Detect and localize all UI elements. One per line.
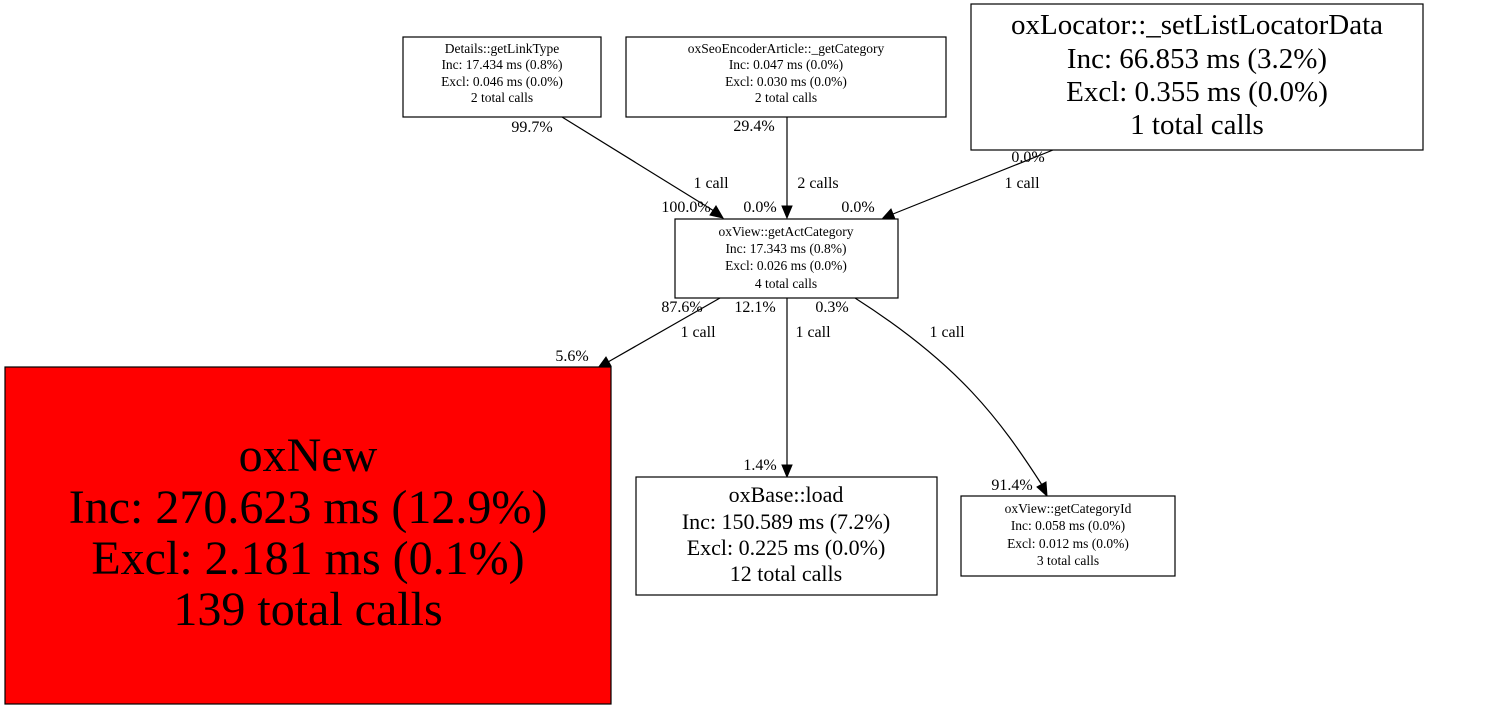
node-name: oxNew (239, 429, 378, 482)
edge-head-pct: 5.6% (555, 348, 588, 365)
edge-head-pct: 1.4% (743, 457, 776, 474)
edge-tail-pct: 99.7% (511, 119, 552, 136)
node-inc: Inc: 0.047 ms (0.0%) (729, 57, 843, 72)
node-name: oxBase::load (729, 482, 844, 507)
edge-act-to-catid: 0.3% 1 call 91.4% (815, 297, 1048, 498)
edge-head-pct: 91.4% (991, 477, 1032, 494)
edge-details-to-act: 99.7% 1 call 100.0% (511, 116, 729, 219)
edge-head-pct: 0.0% (743, 199, 776, 216)
edge-call-label: 2 calls (797, 175, 838, 192)
node-calls: 2 total calls (471, 90, 533, 105)
node-inc: Inc: 150.589 ms (7.2%) (682, 509, 890, 534)
edge-head-pct: 0.0% (841, 199, 874, 216)
edge-act-to-load: 12.1% 1 call 1.4% (734, 298, 831, 479)
edge-call-label: 1 call (795, 324, 831, 341)
edge-line (892, 149, 1054, 215)
edge-tail-pct: 87.6% (661, 299, 702, 316)
node-excl: Excl: 2.181 ms (0.1%) (91, 532, 524, 585)
arrowhead-icon (709, 205, 725, 219)
node-excl: Excl: 0.355 ms (0.0%) (1066, 76, 1328, 108)
node-excl: Excl: 0.030 ms (0.0%) (725, 74, 847, 89)
arrowhead-icon (596, 356, 612, 369)
edge-locator-to-act: 0.0% 1 call 0.0% (841, 149, 1054, 220)
node-oxnew[interactable]: oxNew Inc: 270.623 ms (12.9%) Excl: 2.18… (4, 366, 612, 705)
edge-act-to-oxnew: 87.6% 1 call 5.6% (555, 297, 721, 369)
edge-tail-pct: 0.3% (815, 299, 848, 316)
node-name: oxLocator::_setListLocatorData (1011, 9, 1383, 41)
arrowhead-icon (1036, 481, 1048, 498)
node-view-getcategoryid[interactable]: oxView::getCategoryId Inc: 0.058 ms (0.0… (960, 495, 1176, 577)
node-inc: Inc: 0.058 ms (0.0%) (1011, 518, 1125, 533)
node-name: Details::getLinkType (445, 41, 560, 56)
node-oxbase-load[interactable]: oxBase::load Inc: 150.589 ms (7.2%) Excl… (635, 476, 938, 596)
edge-call-label: 1 call (929, 324, 965, 341)
arrowhead-icon (781, 205, 793, 220)
node-details-getlinktype[interactable]: Details::getLinkType Inc: 17.434 ms (0.8… (402, 36, 602, 118)
node-excl: Excl: 0.046 ms (0.0%) (441, 74, 563, 89)
arrowhead-icon (881, 208, 896, 220)
arrowhead-icon (781, 464, 793, 479)
node-name: oxView::getCategoryId (1005, 501, 1132, 516)
node-name: oxSeoEncoderArticle::_getCategory (688, 41, 885, 56)
node-inc: Inc: 17.434 ms (0.8%) (441, 57, 562, 72)
node-excl: Excl: 0.026 ms (0.0%) (725, 258, 847, 273)
edge-call-label: 1 call (680, 324, 716, 341)
edge-line (607, 297, 721, 363)
edge-line (854, 297, 1043, 486)
node-name: oxView::getActCategory (719, 224, 854, 239)
node-excl: Excl: 0.225 ms (0.0%) (687, 535, 886, 560)
node-excl: Excl: 0.012 ms (0.0%) (1007, 536, 1129, 551)
node-calls: 3 total calls (1037, 553, 1099, 568)
edge-call-label: 1 call (1004, 175, 1040, 192)
node-locator-setlistlocatordata[interactable]: oxLocator::_setListLocatorData Inc: 66.8… (970, 3, 1424, 151)
edge-tail-pct: 0.0% (1011, 149, 1044, 166)
node-view-getactcategory[interactable]: oxView::getActCategory Inc: 17.343 ms (0… (674, 218, 899, 299)
edge-tail-pct: 12.1% (734, 299, 775, 316)
node-seo-getcategory[interactable]: oxSeoEncoderArticle::_getCategory Inc: 0… (625, 36, 947, 118)
node-inc: Inc: 66.853 ms (3.2%) (1067, 43, 1327, 75)
edge-call-label: 1 call (693, 175, 729, 192)
node-inc: Inc: 17.343 ms (0.8%) (725, 241, 846, 256)
edge-line (561, 116, 715, 212)
node-calls: 12 total calls (730, 561, 842, 586)
edge-head-pct: 100.0% (661, 199, 710, 216)
edge-tail-pct: 29.4% (733, 118, 774, 135)
node-calls: 139 total calls (173, 583, 442, 636)
node-calls: 1 total calls (1130, 109, 1264, 141)
edge-seo-to-act: 29.4% 2 calls 0.0% (733, 117, 839, 220)
node-calls: 2 total calls (755, 90, 817, 105)
node-inc: Inc: 270.623 ms (12.9%) (69, 481, 548, 534)
node-calls: 4 total calls (755, 276, 817, 291)
